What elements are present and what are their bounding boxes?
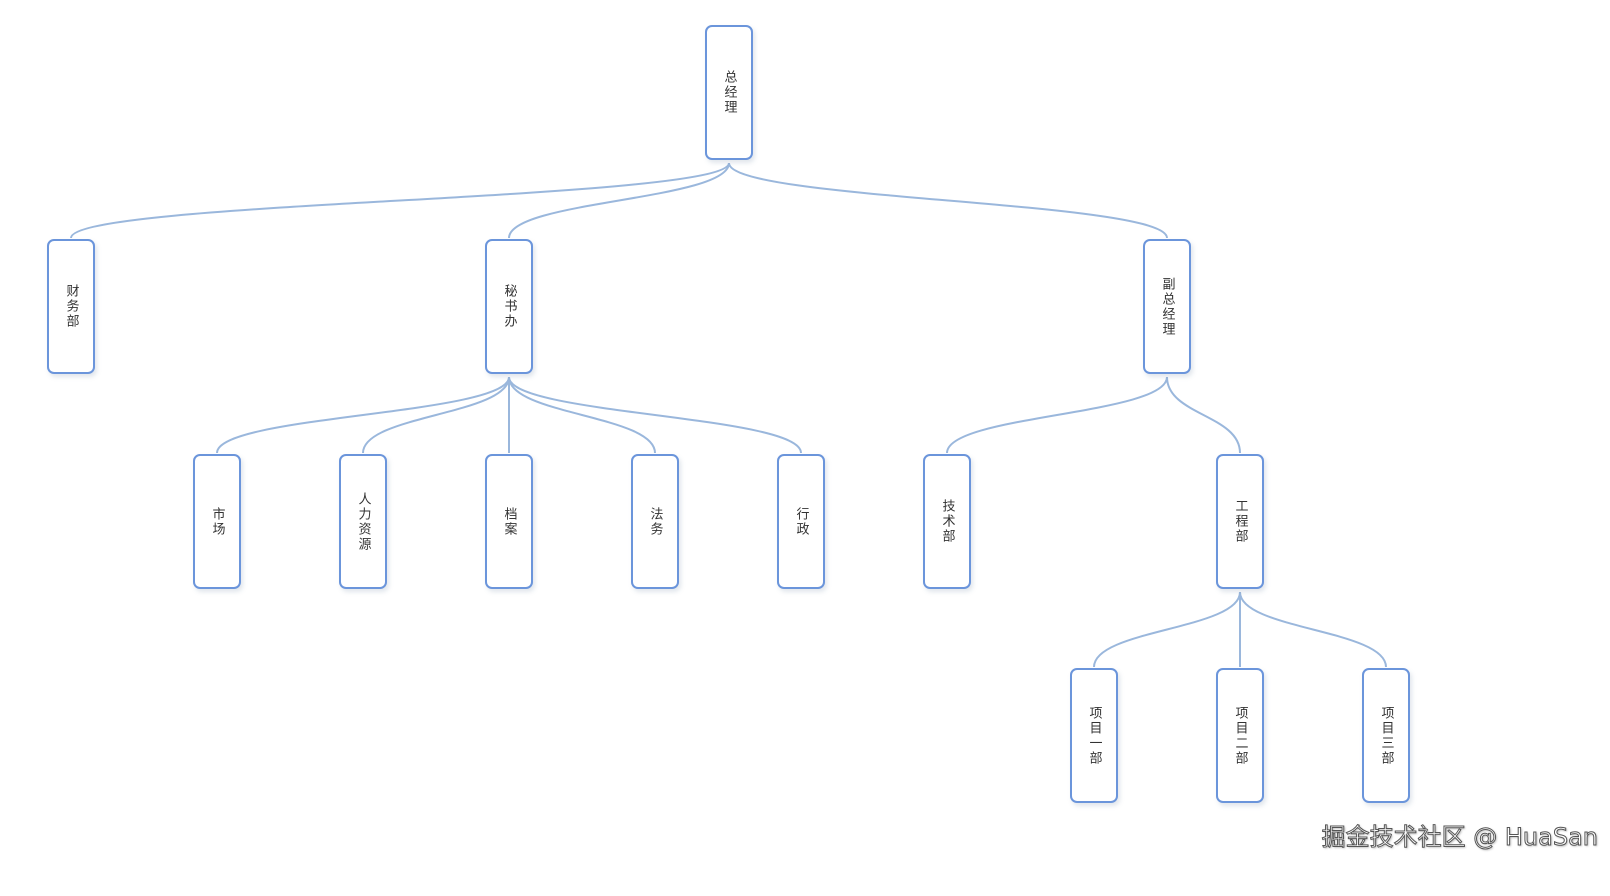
connector-secretary-market	[216, 376, 510, 454]
node-label: 秘书办	[501, 284, 517, 329]
node-finance[interactable]: 财务部	[47, 239, 95, 374]
node-label: 行政	[793, 506, 809, 537]
node-project-1[interactable]: 项目一部	[1070, 668, 1118, 803]
node-label: 项目三部	[1378, 705, 1394, 766]
node-label: 总经理	[721, 70, 737, 115]
node-technology[interactable]: 技术部	[923, 454, 971, 589]
connector-engineering-proj3	[1239, 591, 1387, 668]
node-legal[interactable]: 法务	[631, 454, 679, 589]
node-administration[interactable]: 行政	[777, 454, 825, 589]
watermark: 掘金技术社区 @ HuaSan	[1321, 823, 1598, 852]
node-secretary-office[interactable]: 秘书办	[485, 239, 533, 374]
node-label: 工程部	[1232, 499, 1248, 544]
node-label: 财务部	[63, 284, 79, 329]
node-archive[interactable]: 档案	[485, 454, 533, 589]
node-market[interactable]: 市场	[193, 454, 241, 589]
node-label: 项目二部	[1232, 705, 1248, 766]
node-label: 法务	[647, 506, 663, 537]
node-label: 人力资源	[355, 491, 371, 552]
node-engineering[interactable]: 工程部	[1216, 454, 1264, 589]
connector-gm-deputy	[728, 162, 1168, 239]
connector-deputy-tech	[946, 376, 1168, 454]
node-project-2[interactable]: 项目二部	[1216, 668, 1264, 803]
node-label: 技术部	[939, 499, 955, 544]
connector-gm-finance	[70, 162, 730, 239]
connector-gm-secretary	[508, 162, 730, 239]
node-label: 副总经理	[1159, 276, 1175, 337]
node-label: 市场	[209, 506, 225, 537]
node-project-3[interactable]: 项目三部	[1362, 668, 1410, 803]
connector-secretary-admin	[508, 376, 802, 454]
node-human-resources[interactable]: 人力资源	[339, 454, 387, 589]
connector-secretary-legal	[508, 376, 656, 454]
connector-deputy-engineering	[1166, 376, 1241, 454]
node-label: 档案	[501, 506, 517, 537]
node-label: 项目一部	[1086, 705, 1102, 766]
connector-engineering-proj1	[1093, 591, 1241, 668]
connector-secretary-hr	[362, 376, 510, 454]
node-deputy-general-manager[interactable]: 副总经理	[1143, 239, 1191, 374]
node-general-manager[interactable]: 总经理	[705, 25, 753, 160]
